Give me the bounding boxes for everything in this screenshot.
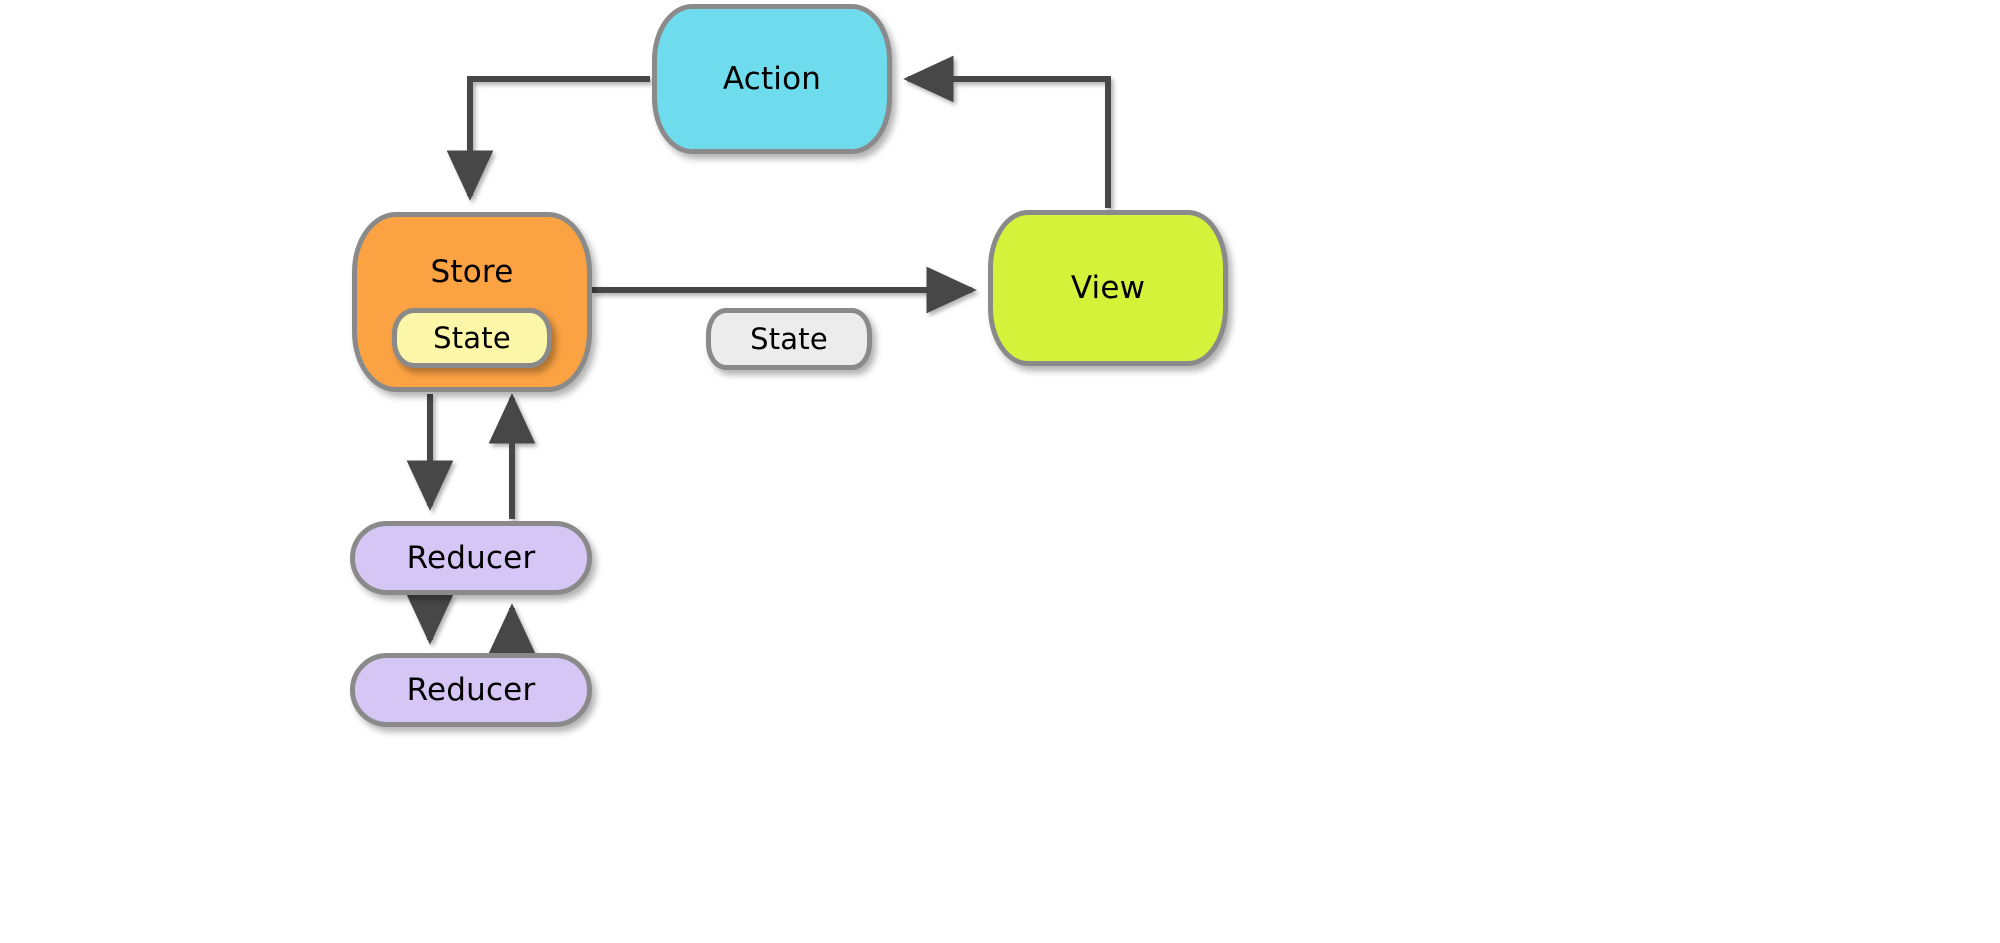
node-reducer-1-label: Reducer: [406, 539, 536, 576]
node-store-label: Store: [430, 254, 514, 290]
node-reducer-1[interactable]: Reducer: [350, 521, 592, 595]
node-action[interactable]: Action: [652, 4, 892, 154]
node-view[interactable]: View: [988, 210, 1228, 366]
node-state-wire[interactable]: State: [706, 308, 872, 370]
node-reducer-2-label: Reducer: [406, 671, 536, 708]
node-reducer-2[interactable]: Reducer: [350, 653, 592, 727]
node-state-inner[interactable]: State: [392, 308, 552, 368]
node-action-label: Action: [722, 60, 822, 97]
node-state-inner-label: State: [433, 320, 511, 355]
edge-view-to-action: [903, 55, 1111, 208]
node-view-label: View: [1070, 269, 1146, 306]
node-state-wire-label: State: [750, 321, 828, 356]
edge-action-to-store: [446, 76, 650, 201]
